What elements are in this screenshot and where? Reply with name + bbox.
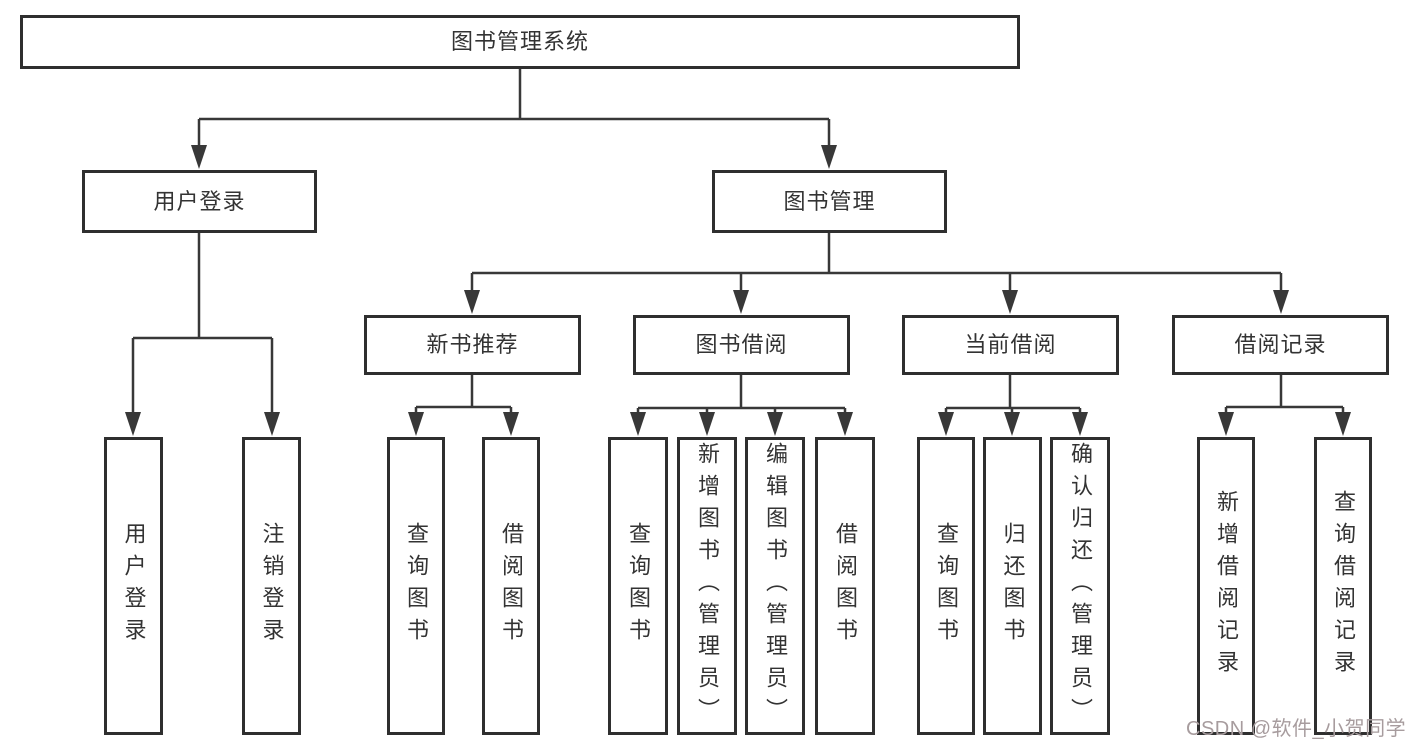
- leaf-user-login: 用户登录: [104, 437, 163, 735]
- leaf-return-books: 归还图书: [983, 437, 1042, 735]
- leaf-borrow-books-recommend: 借阅图书: [482, 437, 540, 735]
- node-user-login: 用户登录: [82, 170, 317, 233]
- leaf-query-books-recommend: 查询图书: [387, 437, 445, 735]
- leaf-add-borrow-record: 新增借阅记录: [1197, 437, 1255, 735]
- node-root-system: 图书管理系统: [20, 15, 1020, 69]
- node-book-borrowing: 图书借阅: [633, 315, 850, 375]
- csdn-watermark: CSDN @软件_小贺同学: [1186, 718, 1405, 740]
- leaf-edit-books-admin: 编辑图书（管理员）: [745, 437, 805, 735]
- leaf-borrow-books: 借阅图书: [815, 437, 875, 735]
- node-current-borrowing: 当前借阅: [902, 315, 1119, 375]
- leaf-add-books-admin: 新增图书（管理员）: [677, 437, 737, 735]
- leaf-logout: 注销登录: [242, 437, 301, 735]
- leaf-query-books-current: 查询图书: [917, 437, 975, 735]
- leaf-query-books-borrowing: 查询图书: [608, 437, 668, 735]
- node-new-book-recommend: 新书推荐: [364, 315, 581, 375]
- leaf-confirm-return-admin: 确认归还（管理员）: [1050, 437, 1110, 735]
- node-borrowing-records: 借阅记录: [1172, 315, 1389, 375]
- node-book-management: 图书管理: [712, 170, 947, 233]
- arrowheads: [125, 145, 1351, 436]
- leaf-query-borrow-record: 查询借阅记录: [1314, 437, 1372, 735]
